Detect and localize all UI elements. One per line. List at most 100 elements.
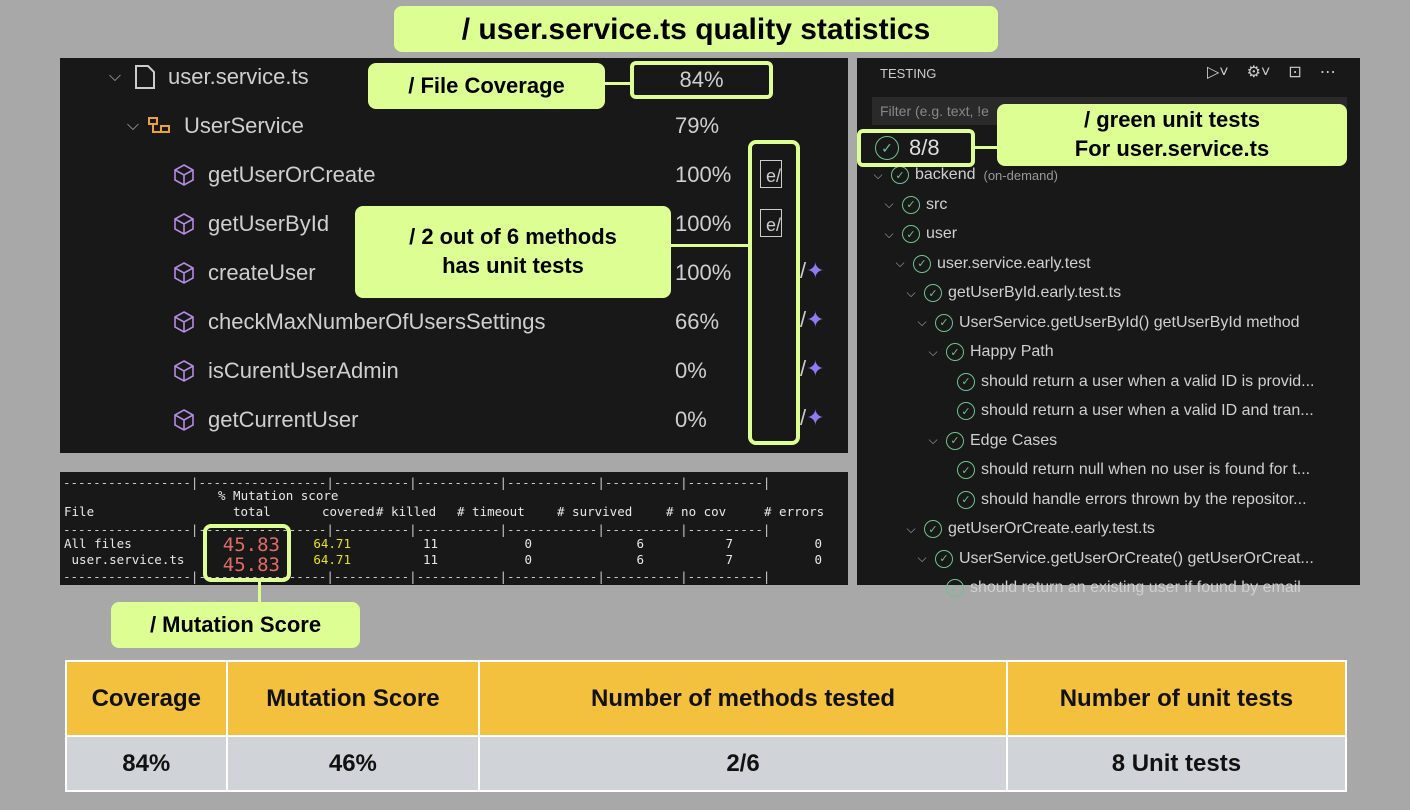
check-circle-icon: ✓: [957, 372, 975, 391]
test-label: Happy Path: [970, 343, 1054, 360]
value-unit-tests: 8 Unit tests: [1005, 735, 1348, 792]
green-callout-line2: For user.service.ts: [1074, 136, 1270, 161]
class-name: UserService: [184, 113, 304, 138]
chevron-down-icon[interactable]: ⌵: [928, 433, 938, 447]
mutation-col-header: total: [233, 504, 271, 519]
chevron-down-icon[interactable]: ⌵: [906, 521, 916, 536]
test-label: UserService.getUserOrCreate() getUserOrC…: [959, 549, 1314, 567]
file-icon: [135, 65, 155, 89]
chevron-down-icon[interactable]: ⌵: [928, 344, 938, 359]
test-tree-item[interactable]: ⌵ ✓ src: [882, 191, 947, 219]
header-coverage: Coverage: [65, 660, 228, 737]
test-tree-item[interactable]: ⌵ ✓ Happy Path: [926, 338, 1054, 366]
check-circle-icon: ✓: [935, 549, 953, 568]
mutation-cell-covered: 64.71: [313, 536, 351, 551]
check-circle-icon: ✓: [875, 136, 899, 160]
test-tree-item[interactable]: ✓ should return null when no user is fou…: [937, 456, 1310, 484]
method-name: getUserById: [208, 211, 330, 236]
generate-test-sparkle-icon[interactable]: /✦: [800, 356, 825, 381]
test-tree-item[interactable]: ✓ should return an existing user if foun…: [926, 574, 1301, 602]
test-tree-item[interactable]: ⌵ ✓ Edge Cases: [926, 427, 1057, 455]
method-cube-icon: [174, 213, 194, 235]
mutation-header-score: % Mutation score: [218, 488, 339, 503]
method-name: isCurentUserAdmin: [208, 358, 399, 383]
value-coverage: 84%: [65, 735, 228, 792]
green-callout-line1: / green unit tests: [1083, 107, 1261, 133]
mutation-cell-nocov: 7: [725, 536, 733, 551]
mutation-cell-killed: 11: [422, 552, 438, 567]
test-tree-item[interactable]: ✓ should return a user when a valid ID a…: [937, 397, 1314, 425]
debug-tests-icon[interactable]: ⚙˅: [1246, 64, 1271, 81]
test-label: user: [926, 225, 958, 242]
test-label: should return a user when a valid ID is …: [981, 372, 1315, 390]
method-name: checkMaxNumberOfUsersSettings: [208, 309, 546, 334]
method-coverage: 0%: [675, 358, 707, 383]
check-circle-icon: ✓: [946, 343, 964, 361]
method-row[interactable]: getUserById: [172, 211, 329, 237]
generate-test-sparkle-icon[interactable]: /✦: [800, 258, 825, 283]
mutation-cell-survived: 6: [636, 536, 644, 551]
chevron-down-icon[interactable]: ⌵: [884, 197, 894, 211]
test-file-icon[interactable]: e/: [760, 209, 782, 237]
methods-callout-line2: has unit tests: [442, 253, 584, 278]
test-tree-item[interactable]: ⌵ ✓ UserService.getUserById() getUserByI…: [915, 309, 1300, 337]
method-row[interactable]: checkMaxNumberOfUsersSettings: [172, 309, 545, 335]
test-label: backend: [915, 166, 976, 183]
mutation-col-header: # survived: [557, 504, 633, 519]
test-tree-item[interactable]: ⌵ ✓ backend (on-demand): [871, 161, 1058, 189]
test-file-icon[interactable]: e/: [760, 160, 782, 188]
method-cube-icon: [174, 409, 194, 431]
mutation-cell-timeout: 0: [524, 536, 532, 551]
generate-test-sparkle-icon[interactable]: /✦: [800, 405, 825, 430]
file-coverage-value: 84%: [630, 61, 773, 99]
run-tests-icon[interactable]: ▷˅: [1207, 64, 1229, 81]
test-tree-item[interactable]: ✓ should handle errors thrown by the rep…: [937, 486, 1307, 514]
chevron-down-icon[interactable]: ⌵: [917, 315, 927, 329]
mutation-col-header: covered: [322, 504, 375, 519]
test-label: getUserById.early.test.ts: [948, 284, 1122, 301]
test-tree-item[interactable]: ⌵ ✓ getUserById.early.test.ts: [904, 279, 1121, 307]
test-tree-item[interactable]: ⌵ ✓ user: [882, 220, 957, 248]
mutation-col-header: # killed: [376, 504, 437, 519]
test-label: Edge Cases: [970, 431, 1058, 449]
generate-test-sparkle-icon[interactable]: /✦: [800, 307, 825, 332]
chevron-down-icon[interactable]: ⌵: [884, 226, 894, 241]
chevron-down-icon: ⌵: [126, 117, 140, 134]
mutation-cell-file: All files: [64, 536, 132, 551]
test-tree-item[interactable]: ⌵ ✓ UserService.getUserOrCreate() getUse…: [915, 545, 1314, 573]
mutation-cell-file: user.service.ts: [64, 552, 185, 567]
test-label: should return a user when a valid ID and…: [981, 402, 1314, 419]
file-coverage-callout: / File Coverage: [368, 63, 605, 109]
method-coverage: 66%: [675, 309, 720, 334]
mutation-col-header: # timeout: [457, 504, 525, 519]
test-tree-item[interactable]: ⌵ ✓ user.service.early.test: [893, 250, 1091, 278]
chevron-down-icon[interactable]: ⌵: [895, 256, 905, 270]
mutation-cell-total: 45.83: [222, 534, 280, 556]
class-row[interactable]: ⌵ UserService: [126, 113, 304, 139]
chevron-down-icon[interactable]: ⌵: [906, 285, 916, 300]
method-cube-icon: [174, 311, 194, 333]
method-row[interactable]: getCurrentUser: [172, 407, 358, 433]
check-circle-icon: ✓: [957, 461, 975, 479]
chevron-down-icon[interactable]: ⌵: [873, 167, 883, 182]
green-tests-callout: / green unit tests For user.service.ts: [997, 104, 1347, 166]
method-row[interactable]: createUser: [172, 260, 316, 286]
mutation-col-header: File: [64, 504, 95, 519]
mutation-cell-survived: 6: [636, 552, 644, 567]
check-circle-icon: ✓: [957, 490, 975, 509]
terminal-icon[interactable]: ⊡: [1288, 64, 1302, 81]
test-tree-item[interactable]: ✓ should return a user when a valid ID i…: [937, 368, 1315, 396]
header-mutation: Mutation Score: [225, 660, 481, 737]
testing-header: TESTING: [880, 66, 937, 81]
file-row[interactable]: ⌵ user.service.ts: [108, 64, 309, 90]
test-tree-item[interactable]: ⌵ ✓ getUserOrCreate.early.test.ts: [904, 515, 1155, 543]
check-circle-icon: ✓: [946, 431, 964, 450]
more-actions-icon[interactable]: ⋯: [1319, 64, 1336, 81]
method-name: createUser: [208, 260, 316, 285]
method-row[interactable]: isCurentUserAdmin: [172, 358, 399, 384]
coverage-panel: ⌵ user.service.ts ⌵ UserService 79% getU…: [60, 58, 848, 453]
chevron-down-icon[interactable]: ⌵: [917, 551, 927, 565]
method-row[interactable]: getUserOrCreate: [172, 162, 376, 188]
class-coverage: 79%: [675, 113, 720, 138]
